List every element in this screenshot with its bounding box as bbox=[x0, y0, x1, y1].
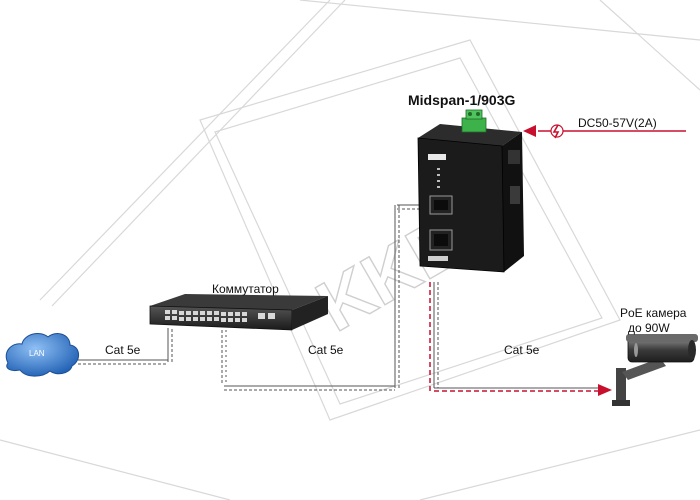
cable-label-lan: Cat 5e bbox=[105, 343, 141, 357]
device-title: Midspan-1/903G bbox=[408, 92, 516, 108]
cable-lan-to-switch bbox=[78, 328, 173, 365]
status-leds bbox=[437, 168, 440, 188]
switch-device bbox=[149, 294, 328, 331]
lan-cloud bbox=[5, 333, 79, 377]
lan-label: LAN bbox=[29, 349, 45, 358]
power-terminal-block bbox=[461, 109, 487, 133]
cable-poe-to-camera bbox=[429, 282, 612, 396]
cable-label-switch: Cat 5e bbox=[308, 343, 344, 357]
switch-ports bbox=[165, 310, 275, 322]
power-input-label: DC50-57V(2A) bbox=[578, 116, 657, 130]
power-input-line bbox=[523, 124, 686, 139]
cable-label-camera: Cat 5e bbox=[504, 343, 540, 357]
switch-label: Коммутатор bbox=[212, 282, 279, 296]
camera-label-line2: до 90W bbox=[628, 321, 670, 335]
poe-camera bbox=[612, 334, 698, 406]
midspan-device bbox=[417, 124, 524, 273]
camera-label-line1: PoE камера bbox=[620, 306, 687, 320]
